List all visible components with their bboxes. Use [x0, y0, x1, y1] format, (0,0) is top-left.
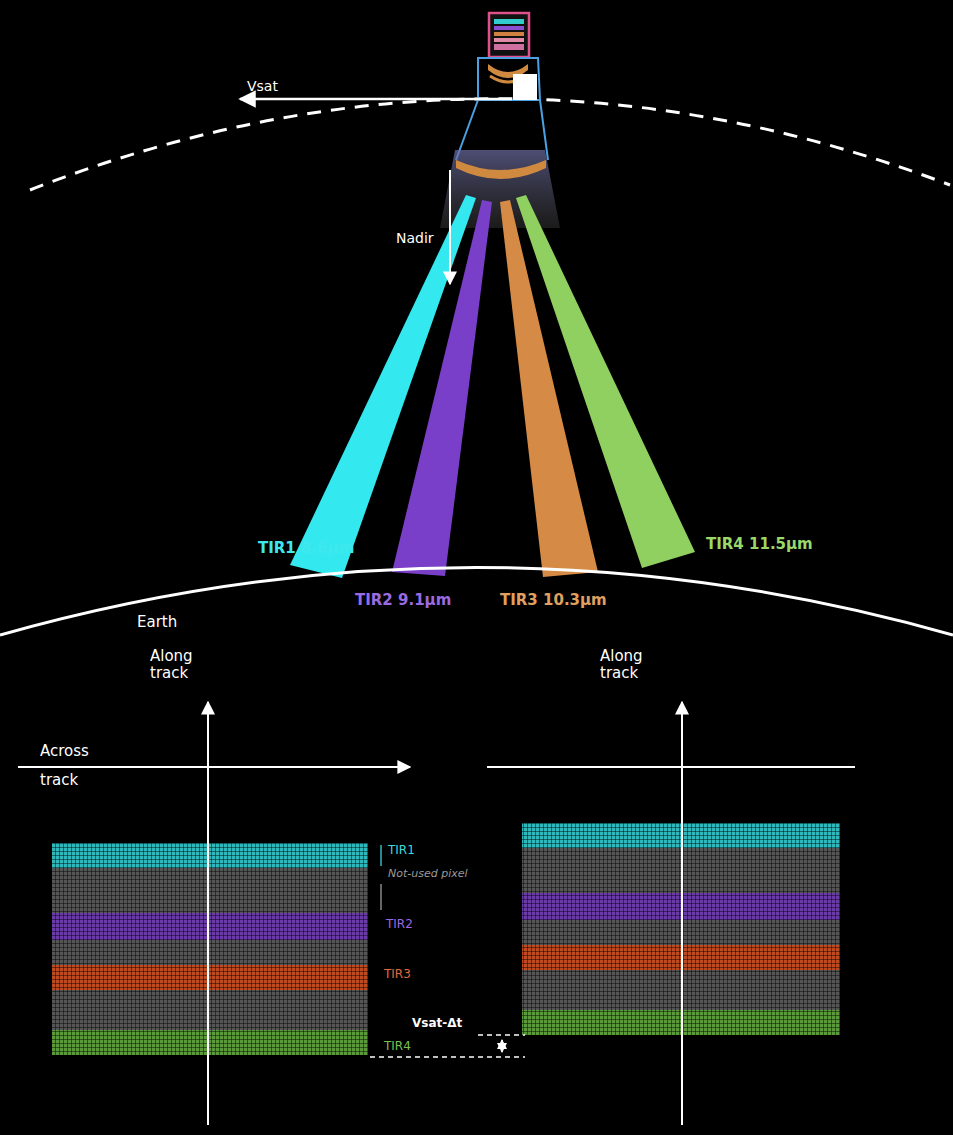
axis-label: Along track	[150, 648, 202, 683]
band-label: TIR1 8.6µm	[258, 540, 354, 557]
axis-arrow	[207, 702, 209, 1125]
orbit	[30, 99, 950, 190]
band-label: TIR4 11.5µm	[706, 536, 813, 553]
band-label: TIR2	[386, 918, 413, 932]
earth-surface	[0, 568, 953, 636]
tir4-beam	[516, 195, 695, 568]
earth-label: Earth	[137, 614, 177, 631]
axis-arrow	[681, 702, 683, 1125]
dimension-label: Vsat-Δt	[412, 1017, 462, 1031]
axis-label: Across track	[40, 737, 102, 796]
band-label: TIR2 9.1µm	[355, 592, 451, 609]
band-label: TIR4	[384, 1040, 411, 1054]
bracket	[380, 884, 382, 910]
axis-line	[487, 766, 855, 768]
nadir-arrow	[449, 170, 451, 284]
detector-array	[52, 843, 368, 1055]
dimension-arrow	[501, 1040, 503, 1052]
velocity-label: Vsat	[247, 78, 278, 94]
dimension-line	[370, 1056, 525, 1058]
axis-arrow	[18, 766, 410, 768]
note-label: Not-used pixel	[388, 868, 468, 881]
satellite	[440, 13, 560, 228]
tir2-beam	[392, 200, 492, 576]
bracket	[380, 845, 382, 866]
band-label: TIR3	[384, 968, 411, 982]
dimension-line	[478, 1034, 525, 1036]
velocity-arrow	[240, 98, 512, 101]
band-label: TIR3 10.3µm	[500, 592, 607, 609]
band-label: TIR1	[388, 844, 415, 858]
nadir-label: Nadir	[396, 230, 434, 246]
axis-label: Along track	[600, 648, 652, 683]
